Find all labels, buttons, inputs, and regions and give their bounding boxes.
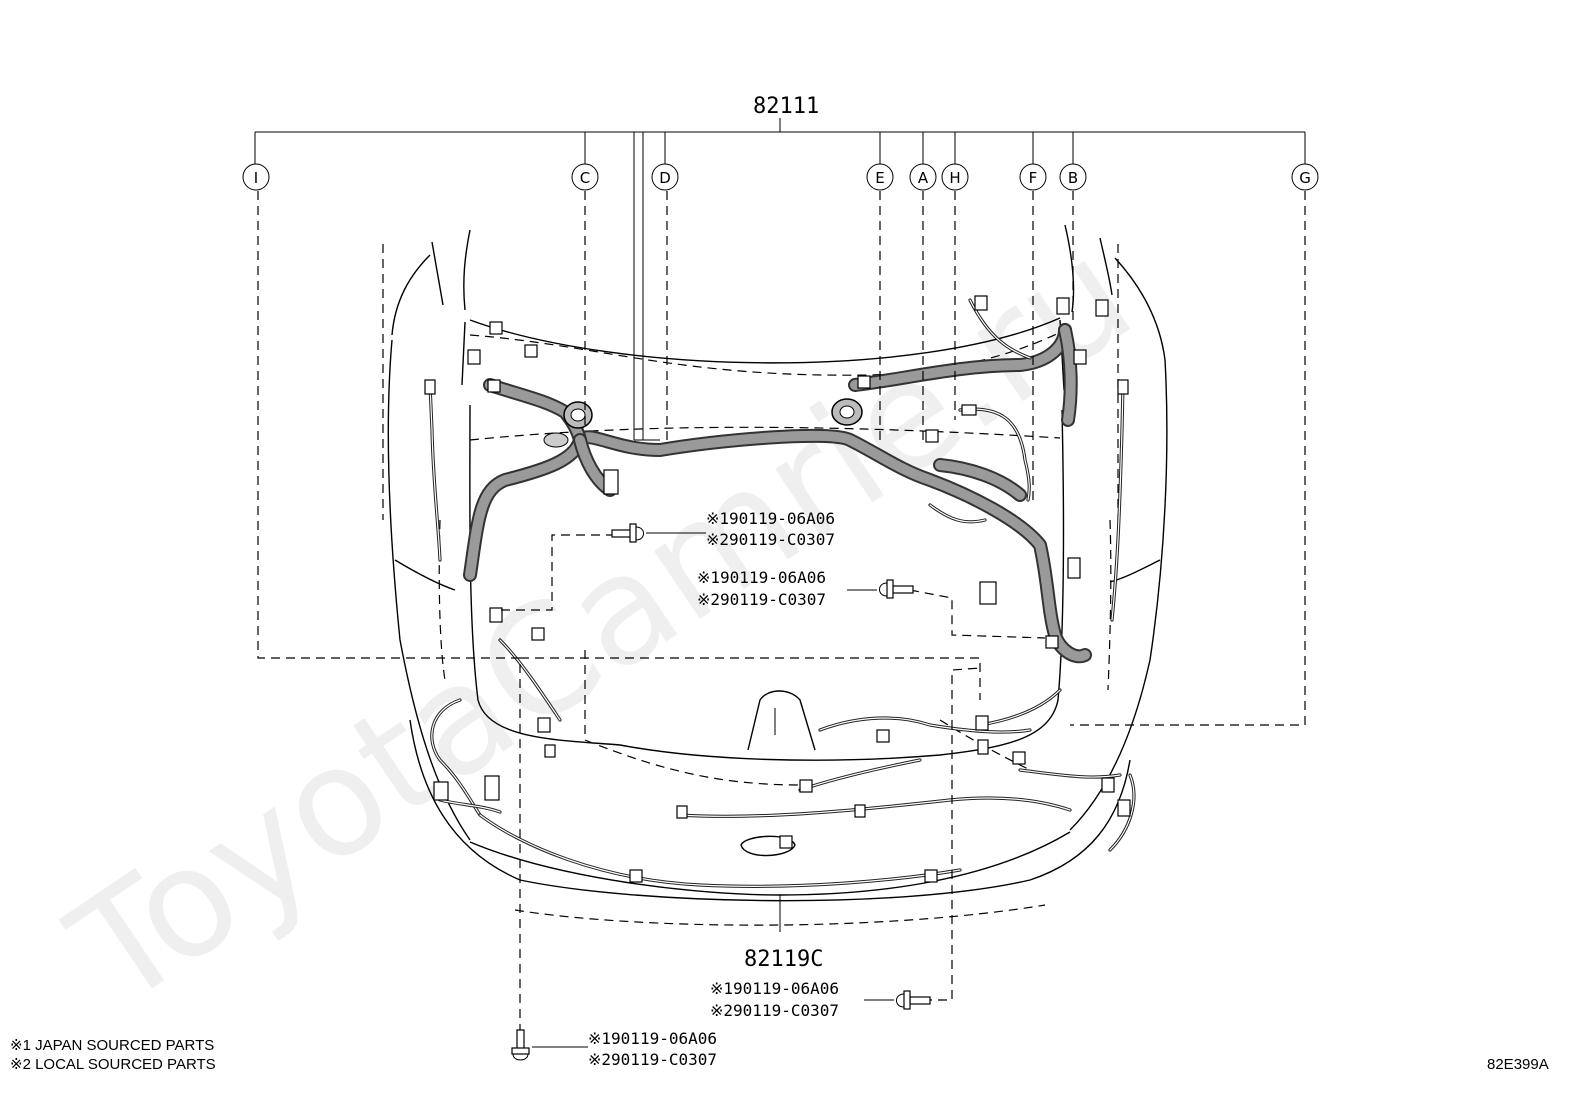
connectors xyxy=(424,295,1131,883)
callout-drop-lines xyxy=(257,191,1306,1040)
callout-H[interactable]: H xyxy=(941,163,969,191)
legend-line-2: ※2 LOCAL SOURCED PARTS xyxy=(10,1056,216,1073)
callout-markers: I C D E A H F B xyxy=(242,163,1319,191)
svg-text:D: D xyxy=(659,169,671,187)
bolt-3-part-line-2: ※290119-C0307 xyxy=(710,1001,839,1020)
svg-text:A: A xyxy=(918,169,929,187)
bolt-2-part-line-1: ※190119-06A06 xyxy=(697,568,826,587)
part-number-bumper-harness[interactable]: 82119C xyxy=(744,947,823,972)
svg-text:G: G xyxy=(1299,169,1311,187)
bolt-3-part-line-1: ※190119-06A06 xyxy=(710,979,839,998)
part-number-main-harness[interactable]: 82111 xyxy=(753,94,819,119)
callout-leaders xyxy=(254,118,1306,932)
bolt-1[interactable]: ※190119-06A06 ※290119-C0307 xyxy=(611,509,835,549)
callout-G[interactable]: G xyxy=(1291,163,1319,191)
bolt-4[interactable]: ※190119-06A06 ※290119-C0307 xyxy=(511,1029,717,1069)
bolt-3[interactable]: ※190119-06A06 ※290119-C0307 xyxy=(710,979,931,1020)
legend-line-1: ※1 JAPAN SOURCED PARTS xyxy=(10,1037,214,1054)
callout-E[interactable]: E xyxy=(866,163,894,191)
callout-F[interactable]: F xyxy=(1019,163,1047,191)
bolt-2[interactable]: ※190119-06A06 ※290119-C0307 xyxy=(697,568,914,609)
bolt-4-part-line-1: ※190119-06A06 xyxy=(588,1029,717,1048)
svg-text:I: I xyxy=(254,169,258,187)
bolt-4-part-line-2: ※290119-C0307 xyxy=(588,1050,717,1069)
callout-I[interactable]: I xyxy=(242,163,270,191)
bolt-1-part-line-1: ※190119-06A06 xyxy=(706,509,835,528)
callout-D[interactable]: D xyxy=(651,163,679,191)
legend: ※1 JAPAN SOURCED PARTS ※2 LOCAL SOURCED … xyxy=(10,1037,216,1073)
callout-A[interactable]: A xyxy=(909,163,937,191)
drawing-id: 82E399A xyxy=(1487,1056,1549,1073)
bolt-2-part-line-2: ※290119-C0307 xyxy=(697,590,826,609)
callout-C[interactable]: C xyxy=(571,163,599,191)
svg-text:C: C xyxy=(580,169,590,187)
watermark: ToyotaCamrie.ru xyxy=(42,207,1162,1041)
svg-text:B: B xyxy=(1068,169,1078,187)
bolt-1-part-line-2: ※290119-C0307 xyxy=(706,530,835,549)
callout-B[interactable]: B xyxy=(1059,163,1087,191)
svg-text:F: F xyxy=(1029,169,1038,187)
svg-text:H: H xyxy=(949,169,960,187)
svg-text:E: E xyxy=(875,169,884,187)
branch-wires xyxy=(428,298,1136,888)
